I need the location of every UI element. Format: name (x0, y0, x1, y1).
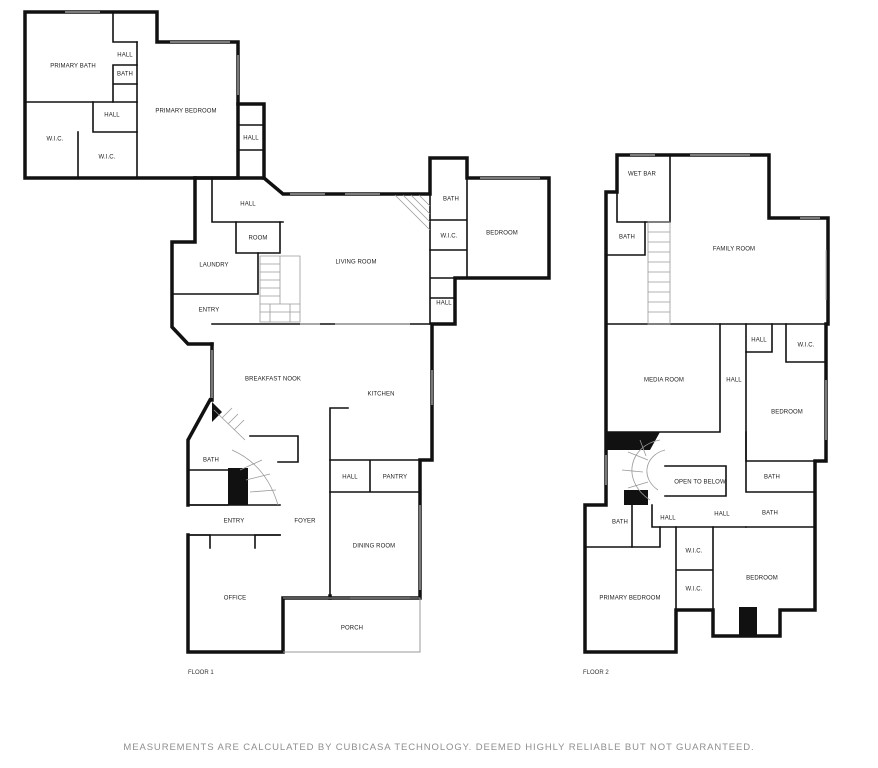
room-label-primary-bedroom: PRIMARY BEDROOM (599, 596, 660, 602)
room-label-wic: W.I.C. (798, 343, 815, 349)
floor-2-outer-walls (583, 153, 830, 654)
room-label-porch: PORCH (341, 626, 363, 632)
room-label-bedroom: BEDROOM (771, 410, 803, 416)
open-to-below-outline (664, 465, 727, 497)
floor-1-labels: PRIMARY BATH HALL BATH PRIMARY BEDROOM H… (47, 53, 518, 676)
room-label-entry: ENTRY (199, 308, 220, 314)
room-label-room: ROOM (248, 236, 267, 242)
floor-2-interior (584, 154, 827, 611)
room-label-wet-bar: WET BAR (628, 172, 656, 178)
floor-2-stairs (606, 221, 671, 505)
room-label-hall: HALL (240, 202, 256, 208)
room-label-breakfast-nook: BREAKFAST NOOK (245, 377, 301, 383)
room-label-bath: BATH (443, 197, 459, 203)
room-label-hall: HALL (714, 512, 730, 518)
disclaimer-text: MEASUREMENTS ARE CALCULATED BY CUBICASA … (123, 742, 755, 753)
floor-1-stairs (212, 194, 431, 506)
room-label-wic: W.I.C. (686, 587, 703, 593)
room-label-bath: BATH (619, 235, 635, 241)
floor-2-plan: WET BAR BATH FAMILY ROOM HALL W.I.C. MED… (583, 153, 830, 676)
room-label-bedroom: BEDROOM (486, 231, 518, 237)
room-label-hall: HALL (342, 475, 358, 481)
room-label-primary-bedroom: PRIMARY BEDROOM (155, 109, 216, 115)
hall-corridor-walls (236, 102, 266, 180)
room-label-wic: W.I.C. (686, 549, 703, 555)
room-label-bath: BATH (117, 72, 133, 78)
room-label-hall: HALL (243, 136, 259, 142)
room-label-family-room: FAMILY ROOM (713, 247, 755, 253)
room-label-kitchen: KITCHEN (367, 392, 394, 398)
room-label-hall: HALL (751, 338, 767, 344)
room-label-bath: BATH (764, 475, 780, 481)
room-label-bath: BATH (203, 458, 219, 464)
room-label-media-room: MEDIA ROOM (644, 378, 684, 384)
room-label-living-room: LIVING ROOM (335, 260, 376, 266)
floor-1-interior (171, 177, 540, 599)
room-label-hall: HALL (726, 378, 742, 384)
floor-2-labels: WET BAR BATH FAMILY ROOM HALL W.I.C. MED… (583, 172, 815, 676)
closet-block (739, 607, 757, 635)
primary-suite-walls (23, 10, 240, 180)
room-label-entry: ENTRY (224, 519, 245, 525)
floor-1-plan: PRIMARY BATH HALL BATH PRIMARY BEDROOM H… (23, 10, 551, 676)
floor-2-title: FLOOR 2 (583, 670, 609, 676)
floor-1-title: FLOOR 1 (188, 670, 214, 676)
room-label-wic: W.I.C. (441, 234, 458, 240)
room-label-open-to-below: OPEN TO BELOW (674, 480, 726, 486)
room-label-laundry: LAUNDRY (199, 263, 228, 269)
room-label-dining-room: DINING ROOM (353, 544, 395, 550)
room-label-primary-bath: PRIMARY BATH (50, 64, 96, 70)
room-label-bath: BATH (612, 520, 628, 526)
room-label-bath: BATH (762, 511, 778, 517)
room-label-wic: W.I.C. (99, 155, 116, 161)
porch-outline (283, 597, 421, 653)
room-label-pantry: PANTRY (383, 475, 407, 481)
room-label-foyer: FOYER (294, 519, 316, 525)
room-label-wic: W.I.C. (47, 137, 64, 143)
room-label-hall: HALL (436, 301, 452, 307)
room-label-hall: HALL (117, 53, 133, 59)
room-label-hall: HALL (104, 113, 120, 119)
room-label-bedroom: BEDROOM (746, 576, 778, 582)
room-label-hall: HALL (660, 516, 676, 522)
room-label-office: OFFICE (224, 596, 247, 602)
